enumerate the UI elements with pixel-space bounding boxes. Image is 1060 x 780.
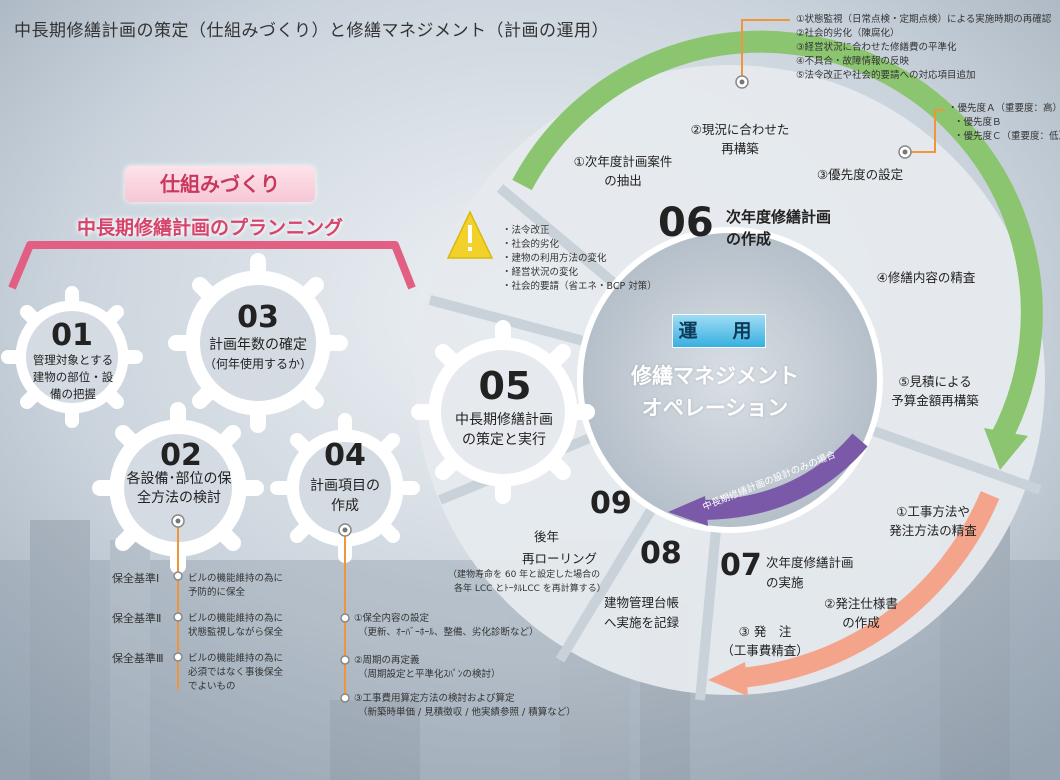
step-line: ③ 発 注: [738, 624, 792, 639]
seg06-text-2: の作成: [726, 230, 772, 248]
gear-05-icon: [411, 320, 595, 504]
warning-item: ・社会的劣化: [502, 239, 560, 250]
step06-4: ④修繕内容の精査: [866, 268, 986, 287]
warning-item: ・法令改正: [502, 225, 550, 236]
step-line: 発注方法の精査: [889, 523, 977, 538]
shikumi-badge: 仕組みづくり: [125, 166, 315, 202]
step-line: ②現況に合わせた: [690, 122, 790, 137]
gear-03-subtext: （何年使用するか）: [203, 357, 312, 371]
reconstruct-note: ①状態監視（日常点検・定期点検）による実施時期の再確認: [796, 14, 1052, 25]
seg06-text-1: 次年度修繕計画: [726, 208, 832, 226]
step07-2: ②発注仕様書 の作成: [806, 594, 916, 632]
pink-bracket: [8, 241, 416, 290]
plan-item-1-label: ①保全内容の設定: [354, 613, 430, 624]
step06-1: ①次年度計画案件 の抽出: [558, 152, 688, 190]
gear-02-number: 02: [160, 438, 202, 473]
green-cycle-arrow: [512, 30, 1043, 470]
priority-notes: ・優先度Ａ（重要度：高） ・優先度Ｂ ・優先度Ｃ（重要度：低）: [948, 102, 1060, 144]
step-line: 予算金額再構築: [891, 393, 979, 408]
seg09-text-2: 再ローリング: [522, 551, 598, 566]
seg08-number: 08: [640, 536, 682, 571]
gear-03-text: 計画年数の確定: [209, 337, 307, 353]
center-title-line-2: オペレーション: [641, 396, 789, 420]
salmon-cycle-arrow: [708, 491, 1000, 696]
warning-item: ・経営状況の変化: [502, 267, 579, 278]
center-title: 修繕マネジメント オペレーション: [600, 360, 830, 424]
step-line: （工事費精査）: [721, 643, 809, 658]
plan-item-1-desc: （更新、ｵｰﾊﾞｰﾎｰﾙ、整備、劣化診断など）: [358, 627, 539, 638]
step-line: ②発注仕様書: [824, 596, 898, 611]
purple-arrow: [668, 433, 868, 526]
reconstruct-note: ⑤法令改正や社会的要請への対応項目追加: [796, 70, 976, 81]
gear-04-number: 04: [324, 438, 366, 473]
gear-01-number: 01: [51, 318, 93, 353]
step-line: ③優先度の設定: [816, 167, 904, 182]
center-title-line-1: 修繕マネジメント: [631, 364, 799, 388]
gear-02-icon: [92, 402, 264, 574]
plan-item-2-label: ②周期の再定義: [354, 655, 420, 666]
gear-03-number: 03: [237, 300, 279, 335]
standard-3-desc: ビルの機能維持の為に必須ではなく事後保全でよいもの: [188, 653, 284, 692]
priority-note: ・優先度Ａ（重要度：高）: [948, 103, 1060, 114]
gear-01-icon: [1, 286, 143, 428]
standard-3-label: 保全基準Ⅲ: [112, 652, 164, 665]
step-line: の作成: [842, 615, 880, 630]
priority-note: ・優先度Ｃ（重要度：低）: [954, 131, 1060, 142]
planning-subtitle: 中長期修繕計画のプランニング: [76, 217, 343, 239]
step-line: 再構築: [721, 141, 759, 156]
warning-item: ・社会的要請（省エネ・BCP 対策）: [502, 281, 657, 292]
seg09-number: 09: [590, 486, 632, 521]
step-line: ④修繕内容の精査: [876, 270, 976, 285]
gear-04-icon: [270, 413, 420, 563]
gear-05-text: 中長期修繕計画の策定と実行: [455, 412, 553, 448]
reconstruct-notes: ①状態監視（日常点検・定期点検）による実施時期の再確認 ②社会的劣化（陳腐化） …: [796, 13, 1051, 83]
seg09-note-2: 各年 LCC とﾄｰﾀﾙLCC を再計算する）: [454, 584, 606, 594]
plan-item-2-desc: （周期設定と平準化ｽﾊﾟﾝの検討）: [358, 669, 501, 680]
page-title: 中長期修繕計画の策定（仕組みづくり）と修繕マネジメント（計画の運用）: [14, 21, 609, 41]
step06-2: ②現況に合わせた 再構築: [680, 120, 800, 158]
gear-01-text: 管理対象とする建物の部位・設備の把握: [32, 353, 114, 401]
warning-item: ・建物の利用方法の変化: [502, 253, 607, 264]
step-line: ⑤見積による: [898, 374, 972, 389]
standard-2-label: 保全基準Ⅱ: [112, 612, 162, 625]
reconstruct-note: ④不具合・故障情報の反映: [796, 56, 910, 67]
seg09-text-1: 後年: [534, 529, 560, 544]
warning-triangle-icon: [446, 210, 494, 259]
step06-3: ③優先度の設定: [805, 165, 915, 184]
operation-badge: 運 用: [672, 314, 766, 348]
warning-list: ・法令改正 ・社会的劣化 ・建物の利用方法の変化 ・経営状況の変化 ・社会的要請…: [502, 224, 657, 294]
seg06-number: 06: [658, 200, 714, 246]
gear-04-text: 計画項目の作成: [310, 478, 380, 514]
step07-1: ①工事方法や 発注方法の精査: [868, 502, 998, 540]
step07-3: ③ 発 注 （工事費精査）: [710, 622, 820, 660]
gears-group: [1, 253, 595, 574]
standard-2-desc: ビルの機能維持の為に状態監視しながら保全: [188, 613, 284, 638]
seg07-number: 07: [720, 548, 762, 583]
step-line: ①次年度計画案件: [573, 154, 673, 169]
standard-1-label: 保全基準Ⅰ: [112, 572, 160, 585]
step06-5: ⑤見積による 予算金額再構築: [870, 372, 1000, 410]
standard-1-desc: ビルの機能維持の為に予防的に保全: [188, 573, 284, 598]
plan-item-3-desc: （新築時単価 / 見積徴収 / 他実績参照 / 積算など）: [358, 707, 576, 718]
reconstruct-note: ②社会的劣化（陳腐化）: [796, 28, 900, 39]
gear-02-text: 各設備･部位の保全方法の検討: [126, 471, 232, 506]
gear-05-number: 05: [478, 364, 532, 408]
seg09-note-1: （建物寿命を 60 年と設定した場合の: [448, 570, 601, 580]
priority-note: ・優先度Ｂ: [954, 117, 1002, 128]
seg07-text-2: の実施: [766, 575, 804, 590]
seg07-text-1: 次年度修繕計画: [766, 555, 854, 570]
step-line: の抽出: [604, 173, 642, 188]
callout-dots: [171, 75, 912, 703]
seg08-text-2: へ実施を記録: [604, 615, 680, 630]
reconstruct-note: ③経営状況に合わせた修繕費の平準化: [796, 42, 957, 53]
seg08-text-1: 建物管理台帳: [604, 595, 680, 610]
gear-03-icon: [168, 253, 348, 433]
plan-item-3-label: ③工事費用算定方法の検討および算定: [354, 693, 515, 704]
step-line: ①工事方法や: [896, 504, 970, 519]
operation-wheel: [415, 65, 1045, 701]
